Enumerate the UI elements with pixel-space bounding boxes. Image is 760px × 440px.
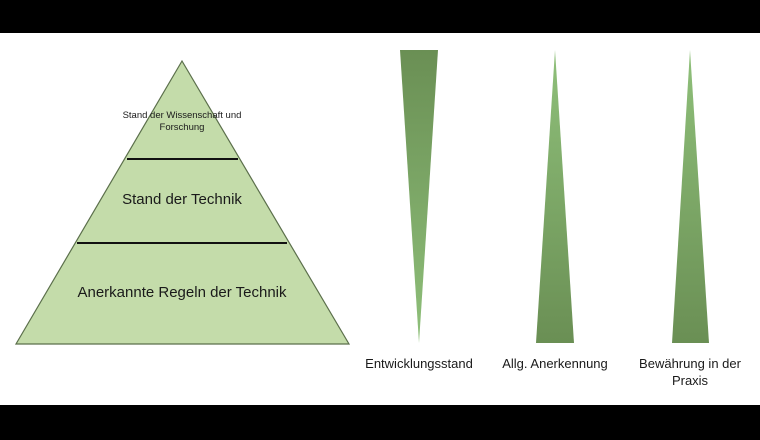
wedge-bewaehrung — [672, 50, 709, 343]
wedge-anerkennung — [536, 50, 574, 343]
wedge-label-entwicklungsstand: Entwicklungsstand — [365, 356, 473, 371]
letterbox-top — [0, 0, 760, 33]
pyramid-level-bottom-label: Anerkannte Regeln der Technik — [77, 284, 287, 301]
wedge-label-anerkennung: Allg. Anerkennung — [502, 356, 608, 371]
pyramid-shape — [14, 59, 351, 345]
wedge-label-bewaehrung: Bewährung in der Praxis — [639, 356, 741, 388]
pyramid-level-middle-label: Stand der Technik — [122, 191, 242, 208]
pyramid-level-top-label: Stand der Wissenschaft und Forschung — [122, 110, 242, 133]
pyramid — [14, 59, 351, 345]
wedge-entwicklungsstand — [400, 50, 438, 343]
letterbox-bottom — [0, 405, 760, 440]
